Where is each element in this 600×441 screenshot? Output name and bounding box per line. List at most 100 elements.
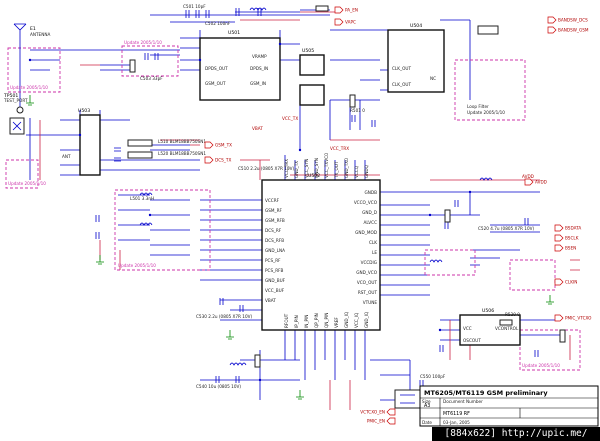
update-box-2 [7, 47, 61, 93]
power-vcc-trx: VCC_TRX [330, 146, 349, 151]
svg-text:IN_PIN: IN_PIN [304, 315, 309, 328]
net-flag-label: CLKIN [565, 280, 577, 285]
svg-text:IP_PIN: IP_PIN [294, 315, 299, 328]
pin-label-left: VCCRF [265, 198, 280, 203]
svg-text:VCC_IQ: VCC_IQ [354, 312, 359, 328]
svg-text:CLK_OUT: CLK_OUT [392, 66, 411, 71]
filter-chip-ref: U505 [302, 48, 314, 54]
update-boxes [5, 45, 581, 371]
regulator-chip-ref: U506 [482, 308, 494, 314]
power-vcc-tx: VCC_TX [282, 116, 298, 121]
pin-label-right: GND_VCO [356, 270, 377, 275]
pin-label-left: GSM_RFB [265, 218, 285, 223]
net-flag: PMIC_VTCXO [554, 314, 592, 322]
net-flag-label: AVDD [535, 180, 547, 185]
component-c550: C550 100pF [420, 374, 446, 379]
transceiver-chip: U502 VCCRFGSM_RFGSM_RFBDCS_RFDCS_RFBGND_… [261, 152, 381, 331]
title-block-size-label: Size [422, 399, 431, 404]
svg-text:VCONTROL: VCONTROL [495, 326, 519, 331]
power-wires [39, 11, 580, 410]
title-block-date-label: Date [422, 420, 432, 425]
svg-text:DPDS_OUT: DPDS_OUT [205, 66, 228, 71]
pin-label-right: VCCDIG [361, 260, 377, 265]
component-l520: L520 BLM18BB750SN1 [158, 151, 206, 156]
component-r520: R520 0 [505, 312, 520, 317]
svg-text:GND_IQ: GND_IQ [344, 311, 349, 328]
svg-text:QN_PIN: QN_PIN [324, 313, 329, 328]
svg-text:GSM_IN: GSM_IN [250, 81, 266, 86]
net-flag-label: VCTCXO_EN [360, 410, 385, 415]
pin-label-left: PCS_RFB [265, 268, 284, 273]
title-block-title: MT6205/MT6119 GSM preliminary [424, 389, 548, 397]
loop-filter-note: Update 2005/1/10 [467, 110, 505, 115]
update-note: Update 2005/1/10 [10, 85, 48, 90]
pin-label-left: VCC_BUF [265, 288, 285, 293]
svg-text:VCC_TXVCO: VCC_TXVCO [324, 152, 329, 178]
net-flag-label: BSDATA [565, 226, 581, 231]
svg-text:QP_PIN: QP_PIN [314, 313, 319, 328]
svg-text:GND_TX: GND_TX [294, 161, 299, 178]
title-block: MT6205/MT6119 GSM preliminary Size A3 Do… [419, 385, 599, 427]
svg-text:GSM_OUT: GSM_OUT [205, 81, 226, 86]
update-box-4 [114, 189, 211, 271]
net-flag: AVDD [524, 178, 547, 186]
component-r501: R501 0 [350, 108, 365, 113]
svg-text:GND_IQ: GND_IQ [364, 311, 369, 328]
update-box-6 [509, 259, 556, 291]
update-note: Update 2005/1/10 [124, 40, 162, 45]
component-l501: L501 3.3nH [130, 196, 154, 201]
pin-label-right: CLK [369, 240, 377, 245]
pin-label-right: VTUNE [363, 300, 378, 305]
svg-text:ANT: ANT [62, 154, 71, 159]
pin-label-right: GND_MOD [355, 230, 377, 235]
net-flag: VCTCXO_EN [360, 408, 396, 416]
net-flag: VAPC [334, 18, 356, 26]
antenna-ref: E1 [30, 26, 36, 32]
title-block-doc-number: MT6119 RF [443, 411, 470, 417]
pin-label-left: GND_BUF [265, 278, 286, 283]
update-note: Update 2005/1/10 [8, 181, 46, 186]
svg-text:GNDQ: GNDQ [364, 164, 369, 178]
update-box-1 [121, 45, 179, 77]
net-flag: BSCLK [554, 234, 579, 242]
pin-label-right: VCCO_VCO [354, 200, 378, 205]
net-flag: BANDSW_DCS [547, 16, 588, 24]
test-port-ref: TP501 [3, 93, 18, 99]
net-flag: CLKIN [554, 278, 577, 286]
component-c501: C501 10pF [183, 4, 206, 9]
component-c530: C530 2.2u (0805 X7R 10V) [196, 314, 252, 319]
update-box-5 [424, 249, 476, 276]
title-block-size: A3 [424, 403, 430, 409]
net-flag-label: DCS_TX [215, 158, 231, 163]
net-flag: BSDATA [554, 224, 581, 232]
svg-text:VREF: VREF [334, 317, 339, 328]
pin-label-right: GND_D [362, 210, 377, 215]
loop-filter-box [454, 59, 526, 121]
antenna-symbol: E1 ANTENNA [13, 23, 50, 50]
pin-label-right: RST_OUT [358, 290, 378, 295]
component-l510: L510 BLM18BB750SN1 [158, 139, 206, 144]
net-flag: BSEN [554, 244, 576, 252]
component-c503: C503 33pF [140, 76, 163, 81]
net-flag-label: BSCLK [565, 236, 579, 241]
power-avdd: AVDD [522, 174, 534, 179]
pin-label-left: PCS_RF [265, 258, 281, 263]
component-c510: C510 2.2u (0805 X7R 10V) [238, 166, 294, 171]
switch-chip: U503 ANT [62, 108, 101, 176]
svg-text:GND_TXO: GND_TXO [344, 157, 349, 178]
power-labels: VCC_TX VCC_TRX VBAT AVDD [252, 116, 534, 179]
title-block-doc-label: Document Number [443, 399, 483, 404]
svg-text:TX_OUT: TX_OUT [334, 161, 339, 179]
net-flag-label: BSEN [565, 246, 576, 251]
net-labels-right: BANDSW_DCSBANDSW_GSMBSDATABSCLKBSENAVDDC… [524, 16, 592, 322]
net-flag-label: VAPC [345, 20, 356, 25]
test-port: TP501 TEST_PORT [3, 93, 28, 135]
watermark-banner: [884x622] http://upic.me/ [432, 427, 600, 441]
pin-label-left: GSM_RF [265, 208, 283, 213]
transceiver-right-pins: GNDBVCCO_VCOGND_DALVCCGND_MODCLKLEVCCDIG… [354, 190, 378, 305]
component-c520: C520 4.7u (0805 X7R 10V) [478, 226, 534, 231]
pin-label-left: GND_LNA [265, 248, 285, 253]
